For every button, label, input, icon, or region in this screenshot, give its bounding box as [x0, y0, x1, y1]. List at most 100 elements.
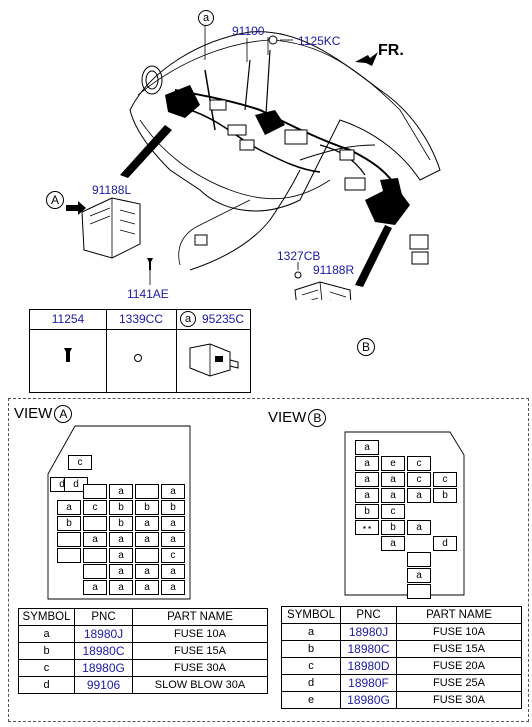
pnc-cell: 18980F: [340, 674, 397, 692]
part-name-cell: FUSE 20A: [396, 657, 522, 675]
symbol-cell: b: [18, 642, 75, 660]
part-label-1125KC: 1125KC: [298, 34, 341, 48]
view-a-fuse-slot: [135, 484, 159, 499]
view-a-fuse-slot: c: [161, 548, 185, 563]
views-frame: [8, 398, 529, 722]
view-a-fuse-slot: c: [83, 500, 107, 515]
view-a-fuse-slot: a: [109, 564, 133, 579]
view-a-fuse-slot: c: [68, 455, 92, 470]
part-name-cell: SLOW BLOW 30A: [132, 676, 268, 694]
symbol-cell: b: [281, 640, 341, 658]
parts-header-a-circle: a: [180, 311, 196, 327]
callout-A-circle: A: [46, 191, 64, 209]
part-label-91100: 91100: [232, 24, 265, 38]
symbol-cell: e: [281, 691, 341, 709]
pnc-cell: 99106: [74, 676, 133, 694]
symbol-cell: d: [281, 674, 341, 692]
view-b-fuse-slot: e: [381, 456, 405, 471]
view-b-fuse-slot: a: [355, 456, 379, 471]
parts-header-1339CC: 1339CC: [118, 312, 164, 326]
view-a-fuse-slot: a: [161, 516, 185, 531]
table-header-row: SYMBOL PNC PART NAME: [281, 606, 522, 624]
view-a-fuse-slot: b: [109, 516, 133, 531]
pnc-cell: 18980G: [74, 659, 133, 677]
header-pnc: PNC: [74, 608, 133, 626]
view-b-fuse-slot: b: [355, 504, 379, 519]
pnc-cell: 18980C: [74, 642, 133, 660]
view-b-fuse-slot: b: [433, 488, 457, 503]
view-b-fuse-slot: a: [381, 488, 405, 503]
parts-header-95235C: 95235C: [201, 312, 245, 326]
view-a-fuse-slot: a: [135, 532, 159, 547]
callout-a-circle: a: [198, 10, 214, 26]
part-label-91188R: 91188R: [313, 263, 355, 277]
view-a-fuse-slot: a: [109, 548, 133, 563]
view-a-fuse-slot: [83, 564, 107, 579]
fuse-box-b-outline: [344, 431, 465, 596]
part-label-1327CB: 1327CB: [277, 249, 321, 263]
pnc-cell: 18980J: [74, 625, 133, 643]
view-a-fuse-slot: a: [135, 564, 159, 579]
view-b-fuse-slot: [407, 552, 431, 567]
harness-diagram: [66, 25, 441, 300]
pnc-cell: 18980J: [340, 623, 397, 641]
part-name-cell: FUSE 10A: [132, 625, 268, 643]
view-b-fuse-slot: a: [407, 520, 431, 535]
view-a-fuse-slot: d: [64, 477, 88, 492]
parts-col-divider: [176, 310, 177, 392]
parts-table: 11254 1339CC a 95235C: [29, 309, 251, 393]
view-a-fuse-slot: b: [57, 516, 81, 531]
view-a-fuse-slot: a: [161, 580, 185, 595]
symbol-cell: c: [281, 657, 341, 675]
view-b-relay-marker: ▪ ▪: [355, 520, 379, 535]
view-a-fuse-slot: a: [109, 484, 133, 499]
symbol-cell: c: [18, 659, 75, 677]
header-part-name: PART NAME: [132, 608, 268, 626]
header-pnc: PNC: [340, 606, 397, 624]
view-b-fuse-slot: a: [381, 536, 405, 551]
header-symbol: SYMBOL: [281, 606, 341, 624]
view-a-fuse-slot: b: [161, 500, 185, 515]
pnc-cell: 18980G: [340, 691, 397, 709]
view-b-fuse-slot: a: [355, 472, 379, 487]
view-b-fuse-slot: a: [381, 472, 405, 487]
part-name-cell: FUSE 30A: [132, 659, 268, 677]
pnc-cell: 18980C: [340, 640, 397, 658]
symbol-cell: a: [18, 625, 75, 643]
view-a-fuse-slot: [83, 516, 107, 531]
view-b-fuse-slot: a: [407, 488, 431, 503]
pnc-cell: 18980D: [340, 657, 397, 675]
symbol-cell: d: [18, 676, 75, 694]
view-b-fuse-slot: c: [407, 472, 431, 487]
view-a-fuse-slot: [57, 532, 81, 547]
view-a-fuse-slot: a: [57, 500, 81, 515]
part-name-cell: FUSE 30A: [396, 691, 522, 709]
parts-header-11254: 11254: [51, 312, 85, 326]
parts-table-header: [30, 310, 250, 330]
part-name-cell: FUSE 15A: [396, 640, 522, 658]
table-header-row: SYMBOL PNC PART NAME: [18, 608, 268, 626]
view-b-fuse-slot: c: [407, 456, 431, 471]
view-a-fuse-slot: [57, 548, 81, 563]
view-b-fuse-slot: a: [355, 488, 379, 503]
view-a-fuse-slot: [83, 548, 107, 563]
view-b-fuse-slot: [407, 584, 431, 599]
view-a-fuse-slot: [135, 548, 159, 563]
view-a-fuse-slot: a: [161, 484, 185, 499]
view-b-fuse-slot: c: [433, 472, 457, 487]
callout-B-circle: B: [357, 338, 375, 356]
view-a-fuse-slot: a: [83, 532, 107, 547]
part-label-91188L: 91188L: [92, 183, 132, 197]
header-symbol: SYMBOL: [18, 608, 75, 626]
parts-sketches: [64, 343, 239, 377]
